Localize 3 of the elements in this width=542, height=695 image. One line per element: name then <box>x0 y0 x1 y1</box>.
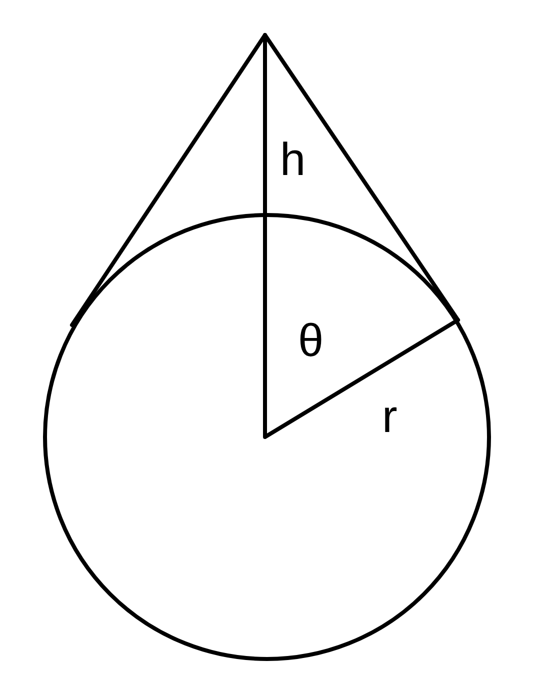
variable-label: h <box>280 133 306 185</box>
variable-label: θ <box>298 314 324 366</box>
variable-label: r <box>382 390 398 442</box>
